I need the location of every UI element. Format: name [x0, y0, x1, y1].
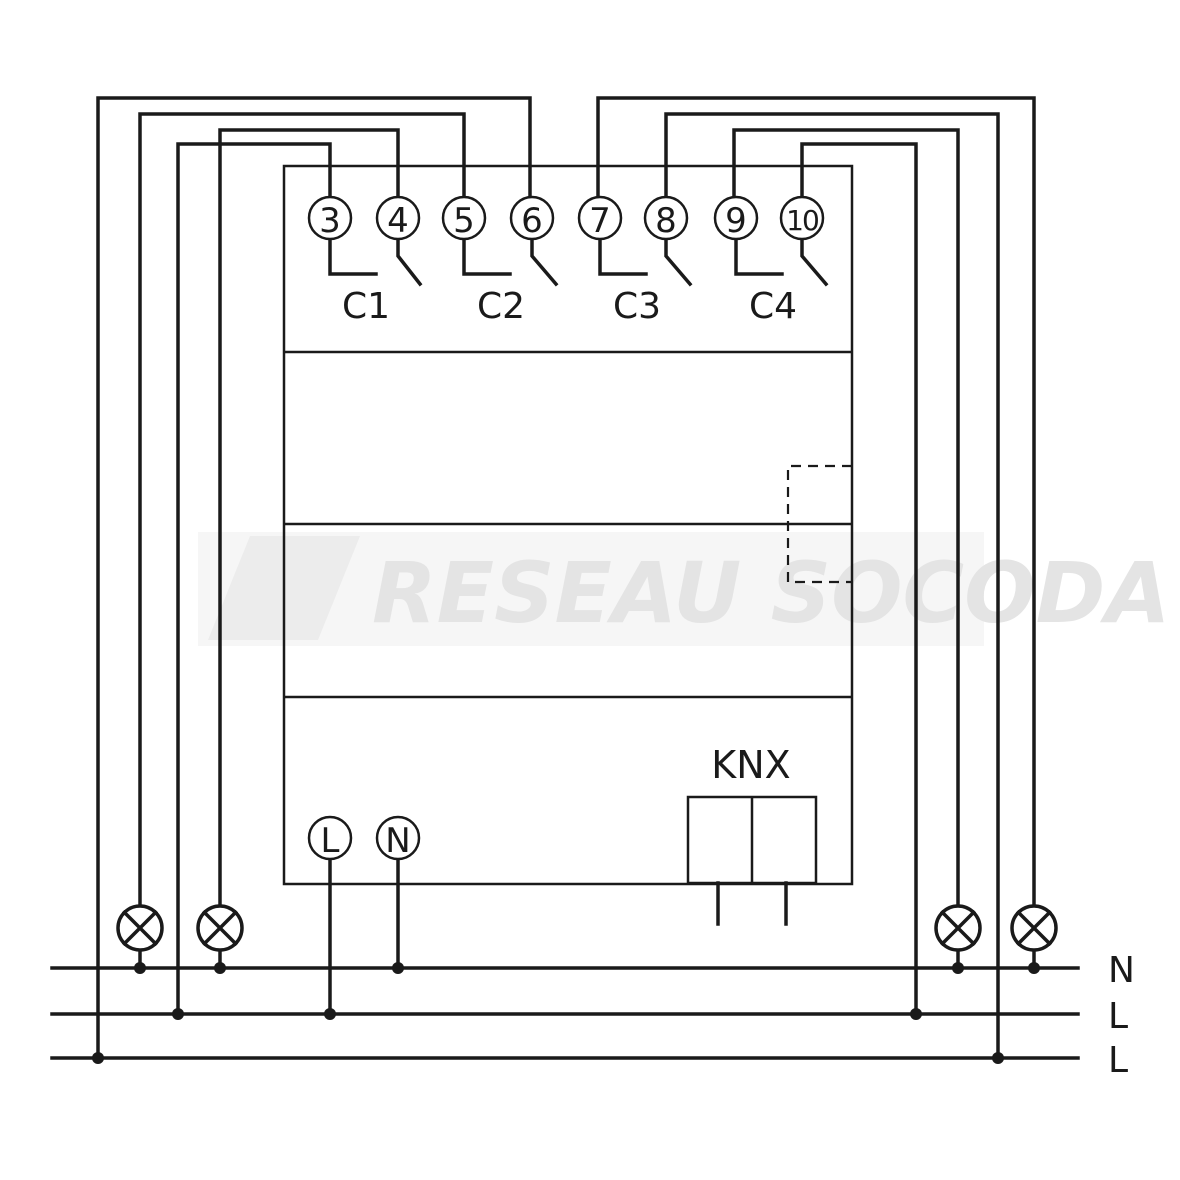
- terminal-7: [577, 195, 623, 241]
- channel-label-c3: C3: [613, 286, 661, 327]
- rail-label-l2: L: [1108, 1040, 1128, 1081]
- knx-label: KNX: [711, 743, 790, 787]
- terminal-6: [509, 195, 555, 241]
- channel-label-c1: C1: [342, 286, 390, 327]
- terminal-label-9: 9: [725, 201, 747, 241]
- terminal-label-6: 6: [521, 201, 543, 241]
- lamp-4-icon: [1010, 904, 1058, 952]
- terminal-l: [307, 815, 353, 861]
- terminal-label-10: 10: [786, 204, 818, 237]
- watermark-text: RESEAU SOCODA: [372, 544, 1170, 642]
- device-housing: [282, 164, 854, 886]
- supply-terminals: L N: [307, 815, 421, 1016]
- terminal-5: [441, 195, 487, 241]
- terminal-label-l: L: [321, 821, 340, 861]
- lamp-3-icon: [934, 904, 982, 952]
- channel-wiring: [96, 96, 1036, 1060]
- terminal-8: [643, 195, 689, 241]
- rail-label-n: N: [1108, 950, 1135, 991]
- output-terminals: 3 4 5 6 7 8 9 10: [307, 195, 825, 241]
- terminal-4: [375, 195, 421, 241]
- channel-label-c2: C2: [477, 286, 525, 327]
- lamps: [116, 904, 1058, 952]
- knx-connector: KNX: [686, 743, 818, 926]
- terminal-9: [713, 195, 759, 241]
- terminal-label-3: 3: [319, 201, 341, 241]
- terminal-n: [375, 815, 421, 861]
- terminal-label-7: 7: [589, 201, 611, 241]
- lamp-1-icon: [116, 904, 164, 952]
- relay-contacts: [328, 236, 829, 287]
- terminal-label-n: N: [385, 821, 410, 861]
- channel-label-c4: C4: [749, 286, 797, 327]
- terminal-label-5: 5: [453, 201, 475, 241]
- junction-nodes: [92, 962, 1040, 1064]
- terminal-label-4: 4: [387, 201, 409, 241]
- watermark: RESEAU SOCODA: [198, 532, 1170, 646]
- lamp-2-icon: [196, 904, 244, 952]
- dashed-module-outline: [786, 464, 852, 584]
- rail-label-l1: L: [1108, 996, 1128, 1037]
- terminal-label-8: 8: [655, 201, 677, 241]
- terminal-3: [307, 195, 353, 241]
- terminal-10: [779, 195, 825, 241]
- channel-labels: C1 C2 C3 C4: [342, 286, 797, 327]
